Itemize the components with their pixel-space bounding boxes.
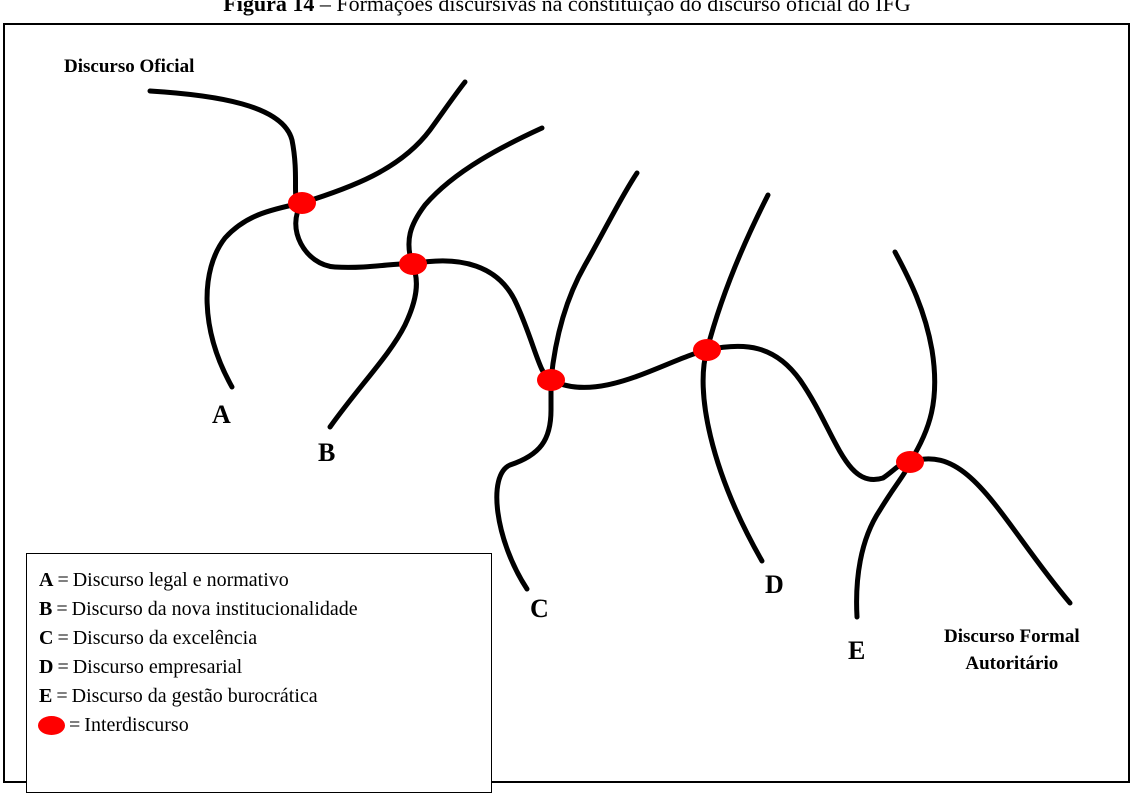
legend-key-d: D [39, 656, 54, 678]
legend-key-e: E [39, 685, 53, 707]
legend-row-c: C=Discurso da excelência [39, 624, 491, 653]
legend-equals: = [69, 714, 81, 736]
label-discurso-formal: Discurso Formal [944, 626, 1080, 647]
legend-key-c: C [39, 627, 54, 649]
legend-equals: = [56, 598, 68, 620]
label-branch-d: D [765, 570, 784, 599]
interdiscourse-dot-3 [537, 369, 565, 391]
label-branch-b: B [318, 438, 336, 467]
caption-text: Formações discursivas na constituição do… [336, 0, 911, 16]
branch-e-line [854, 459, 913, 620]
interdiscourse-dot-icon [38, 716, 65, 735]
interdiscourse-dot-2 [399, 253, 427, 275]
legend-equals: = [56, 685, 68, 707]
legend-text-e: Discurso da gestão burocrática [71, 685, 318, 707]
branch-d-upper-line [704, 192, 771, 353]
legend-text-interdiscurso: Interdiscurso [84, 714, 189, 736]
branch-d-line [700, 347, 765, 564]
legend-row-interdiscurso: =Interdiscurso [38, 711, 491, 740]
label-branch-a: A [212, 400, 231, 429]
legend-equals: = [57, 656, 69, 678]
legend-text-d: Discurso empresarial [72, 656, 243, 678]
branch-a-upper-line [299, 79, 468, 206]
legend-equals: = [57, 627, 69, 649]
figure-caption: Figura 14 – Formações discursivas na con… [0, 0, 1134, 17]
interdiscourse-dot-4 [693, 339, 721, 361]
legend-text-c: Discurso da excelência [72, 627, 258, 649]
label-branch-c: C [530, 594, 549, 623]
legend-row-b: B=Discurso da nova institucionalidade [39, 595, 491, 624]
legend-row-a: A=Discurso legal e normativo [39, 566, 491, 595]
label-autoritario: Autoritário [965, 653, 1059, 674]
discourse-diagram [147, 79, 1073, 620]
figure-number: Figura 14 [223, 0, 315, 16]
caption-separator: – [314, 0, 337, 16]
interdiscourse-dot-5 [896, 451, 924, 473]
interdiscourse-dot-1 [288, 192, 316, 214]
branch-b-line [327, 261, 419, 430]
branch-e-upper-line [892, 249, 938, 465]
label-discurso-formal-autoritario: Discurso Formal Autoritário [944, 626, 1080, 675]
legend-box: A=Discurso legal e normativo B=Discurso … [26, 553, 492, 793]
legend-row-e: E=Discurso da gestão burocrática [39, 682, 491, 711]
branch-a-line [204, 200, 305, 390]
legend-row-d: D=Discurso empresarial [39, 653, 491, 682]
legend-text-b: Discurso da nova institucionalidade [71, 598, 358, 620]
legend-equals: = [57, 569, 69, 591]
label-branch-e: E [848, 636, 866, 665]
label-discurso-oficial: Discurso Oficial [64, 56, 195, 77]
branch-c-upper-line [548, 170, 640, 383]
branch-c-line [494, 377, 554, 592]
branch-b-upper-line [406, 125, 545, 267]
legend-key-b: B [39, 598, 53, 620]
legend-text-a: Discurso legal e normativo [72, 569, 289, 591]
legend-key-a: A [39, 569, 54, 591]
